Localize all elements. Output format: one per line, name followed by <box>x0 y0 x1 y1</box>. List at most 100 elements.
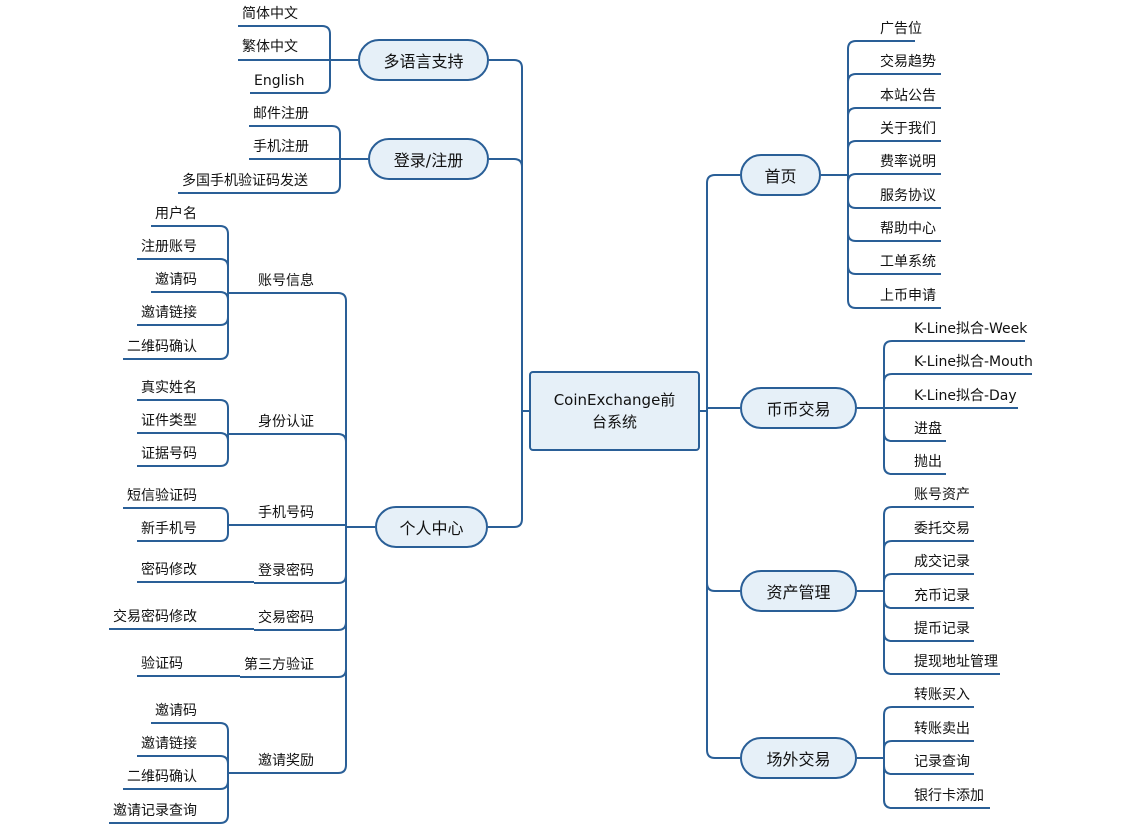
node-coin[interactable]: 币币交易 <box>740 387 857 429</box>
connector-line-47 <box>847 40 915 175</box>
connector-line-3 <box>488 411 523 528</box>
node-login[interactable]: 登录/注册 <box>368 138 489 180</box>
leaf-home-1[interactable]: 交易趋势 <box>880 54 936 70</box>
leaf-lang-1[interactable]: 繁体中文 <box>242 39 298 55</box>
leaf-login-0[interactable]: 邮件注册 <box>253 106 309 122</box>
leaf-invite-3[interactable]: 邀请记录查询 <box>113 803 197 819</box>
connector-line-63 <box>883 506 974 591</box>
leaf-third-party-0[interactable]: 验证码 <box>141 656 183 672</box>
connector-line-8 <box>706 411 740 759</box>
leaf-identity-2[interactable]: 证据号码 <box>141 446 197 462</box>
leaf-home-4[interactable]: 费率说明 <box>880 154 936 170</box>
connector-line-36 <box>123 507 229 525</box>
leaf-account-3[interactable]: 邀请链接 <box>141 305 197 321</box>
leaf-coin-3[interactable]: 进盘 <box>914 421 942 437</box>
connector-line-51 <box>847 173 941 183</box>
leaf-coin-4[interactable]: 抛出 <box>914 454 942 470</box>
leaf-account-2[interactable]: 邀请码 <box>155 272 197 288</box>
node-home[interactable]: 首页 <box>740 154 821 196</box>
leaf-invite-1[interactable]: 邀请链接 <box>141 736 197 752</box>
connector-line-71 <box>883 740 974 758</box>
connector-line-64 <box>883 540 974 591</box>
leaf-coin-1[interactable]: K-Line拟合-Mouth <box>914 354 1033 370</box>
connector-line-73 <box>883 758 990 809</box>
leaf-invite-2[interactable]: 二维码确认 <box>127 769 197 785</box>
leaf-invite-0[interactable]: 邀请码 <box>155 703 197 719</box>
root-title-line-2: 台系统 <box>591 413 637 431</box>
connector-line-12 <box>250 60 331 94</box>
connector-line-2 <box>489 158 523 411</box>
leaf-asset-0[interactable]: 账号资产 <box>914 487 970 503</box>
connector-line-48 <box>847 73 941 175</box>
connector-line-27 <box>137 258 229 293</box>
connector-line-43 <box>137 755 229 773</box>
connector-line-37 <box>137 525 229 542</box>
leaf-trade-password-0[interactable]: 交易密码修改 <box>113 609 197 625</box>
connector-line-16 <box>178 159 341 194</box>
leaf-login-1[interactable]: 手机注册 <box>253 139 309 155</box>
leaf-home-7[interactable]: 工单系统 <box>880 254 936 270</box>
connector-line-57 <box>883 340 1025 408</box>
group-account[interactable]: 账号信息 <box>258 273 314 289</box>
leaf-asset-1[interactable]: 委托交易 <box>914 521 970 537</box>
group-login-password[interactable]: 登录密码 <box>258 563 314 579</box>
leaf-home-0[interactable]: 广告位 <box>880 21 922 37</box>
leaf-identity-0[interactable]: 真实姓名 <box>141 380 197 396</box>
group-trade-password[interactable]: 交易密码 <box>258 610 314 626</box>
group-invite-reward[interactable]: 邀请奖励 <box>258 753 314 769</box>
connector-line-10 <box>238 25 331 60</box>
connector-line-1 <box>489 59 523 411</box>
connector-line-58 <box>883 373 1032 408</box>
connector-line-14 <box>249 125 341 159</box>
leaf-coin-0[interactable]: K-Line拟合-Week <box>914 321 1028 337</box>
connector-line-33 <box>137 432 229 442</box>
leaf-asset-4[interactable]: 提币记录 <box>914 621 970 637</box>
leaf-otc-1[interactable]: 转账卖出 <box>914 721 970 737</box>
connector-line-68 <box>883 591 1000 675</box>
leaf-home-8[interactable]: 上币申请 <box>880 288 936 304</box>
leaf-asset-3[interactable]: 充币记录 <box>914 588 970 604</box>
group-phone[interactable]: 手机号码 <box>258 505 314 521</box>
leaf-asset-2[interactable]: 成交记录 <box>914 554 970 570</box>
leaf-phone-1[interactable]: 新手机号 <box>141 521 197 537</box>
root-node[interactable]: CoinExchange前 台系统 <box>529 371 700 451</box>
connector-line-49 <box>847 107 941 175</box>
leaf-otc-2[interactable]: 记录查询 <box>914 754 970 770</box>
leaf-account-0[interactable]: 用户名 <box>155 206 197 222</box>
connector-line-45 <box>109 773 229 824</box>
root-title-line-1: CoinExchange前 <box>553 391 676 409</box>
leaf-lang-0[interactable]: 简体中文 <box>242 6 298 22</box>
connector-line-70 <box>883 706 974 758</box>
node-lang[interactable]: 多语言支持 <box>358 39 489 81</box>
connector-line-34 <box>137 434 229 467</box>
group-identity[interactable]: 身份认证 <box>258 414 314 430</box>
leaf-home-3[interactable]: 关于我们 <box>880 121 936 137</box>
connector-line-61 <box>883 408 946 475</box>
connector-line-18 <box>254 292 347 527</box>
node-personal[interactable]: 个人中心 <box>375 506 488 548</box>
leaf-asset-5[interactable]: 提现地址管理 <box>914 654 998 670</box>
leaf-otc-3[interactable]: 银行卡添加 <box>914 788 984 804</box>
leaf-home-5[interactable]: 服务协议 <box>880 188 936 204</box>
connector-line-30 <box>123 293 229 360</box>
leaf-login-password-0[interactable]: 密码修改 <box>141 562 197 578</box>
connector-line-26 <box>151 225 229 293</box>
leaf-home-6[interactable]: 帮助中心 <box>880 221 936 237</box>
connector-line-7 <box>706 411 740 592</box>
leaf-lang-2[interactable]: English <box>254 73 305 89</box>
leaf-login-2[interactable]: 多国手机验证码发送 <box>182 173 308 189</box>
leaf-otc-0[interactable]: 转账买入 <box>914 687 970 703</box>
connector-line-19 <box>254 433 347 527</box>
leaf-phone-0[interactable]: 短信验证码 <box>127 488 197 504</box>
group-third-party[interactable]: 第三方验证 <box>244 657 314 673</box>
node-asset[interactable]: 资产管理 <box>740 570 857 612</box>
leaf-coin-2[interactable]: K-Line拟合-Day <box>914 388 1017 404</box>
leaf-home-2[interactable]: 本站公告 <box>880 88 936 104</box>
leaf-account-4[interactable]: 二维码确认 <box>127 339 197 355</box>
leaf-identity-1[interactable]: 证件类型 <box>141 413 197 429</box>
node-otc[interactable]: 场外交易 <box>740 737 857 779</box>
leaf-account-1[interactable]: 注册账号 <box>141 239 197 255</box>
connector-line-50 <box>847 140 941 175</box>
connector-line-28 <box>151 291 229 301</box>
